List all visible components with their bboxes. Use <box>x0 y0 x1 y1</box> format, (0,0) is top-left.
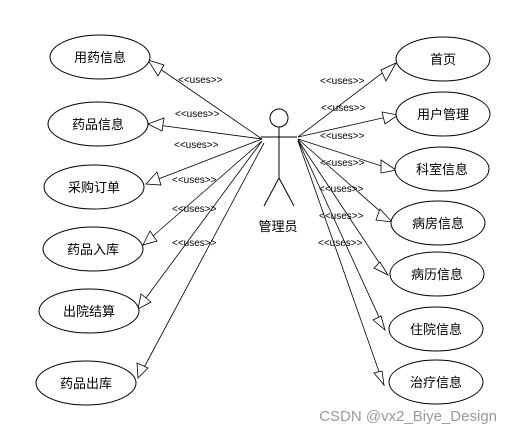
association-line <box>297 140 384 384</box>
use-case-ellipse <box>49 34 151 80</box>
arrowhead <box>136 362 149 379</box>
arrowhead <box>380 62 397 82</box>
actor-label: 管理员 <box>258 220 297 235</box>
actor-figure <box>261 108 297 207</box>
arrowhead <box>372 315 386 332</box>
uses-label: <<uses>> <box>178 75 223 86</box>
use-case-label: 用药信息 <box>74 50 126 66</box>
use-case-ellipse <box>388 306 484 352</box>
left-associations <box>139 61 265 376</box>
actor-right-leg <box>278 177 295 207</box>
use-case-label: 首页 <box>430 53 456 68</box>
association-line <box>297 63 395 138</box>
association-line <box>297 139 385 329</box>
use-case-label: 药品入库 <box>67 242 119 258</box>
arrowhead <box>373 370 385 387</box>
arrowhead <box>137 293 152 310</box>
uses-label: <<uses>> <box>174 140 219 151</box>
uses-label: <<uses>> <box>319 211 364 222</box>
use-case-ellipse <box>47 101 149 147</box>
right-arrowheads <box>372 62 400 387</box>
arrowhead <box>147 117 165 132</box>
use-case-label: 用户管理 <box>417 107 469 123</box>
arrowhead <box>147 59 165 77</box>
association-line <box>144 140 263 244</box>
use-case-ellipse <box>42 226 144 272</box>
use-case-label: 出院结算 <box>63 305 115 320</box>
association-line <box>297 139 387 274</box>
association-line <box>149 61 263 140</box>
use-case-label: 药品出库 <box>60 376 112 392</box>
association-line <box>297 114 397 138</box>
watermark: CSDN @vx2_Biye_Design <box>319 408 497 425</box>
use-case-label: 科室信息 <box>416 162 468 178</box>
association-line <box>139 140 263 307</box>
uses-label: <<uses>> <box>320 76 365 87</box>
uses-label: <<uses>> <box>321 103 366 114</box>
use-case-ellipse <box>389 251 485 297</box>
uses-label: <<uses>> <box>172 204 217 215</box>
use-case-ellipse <box>388 359 484 405</box>
uses-label: <<uses>> <box>318 238 363 249</box>
use-case-ellipse <box>390 200 486 246</box>
association-line <box>297 138 391 221</box>
uses-label: <<uses>> <box>175 109 220 120</box>
uses-label: <<uses>> <box>172 238 217 249</box>
uses-label: <<uses>> <box>172 175 217 186</box>
use-case-label: 住院信息 <box>410 322 462 338</box>
arrowhead <box>373 261 390 276</box>
use-case-label: 治疗信息 <box>410 375 462 391</box>
use-case-ellipse <box>395 36 491 82</box>
use-case-label: 病房信息 <box>412 216 464 232</box>
association-line <box>149 123 263 140</box>
right-associations <box>297 63 397 384</box>
use-case-label: 采购订单 <box>68 180 120 196</box>
association-line <box>147 138 263 184</box>
use-case-ellipse <box>395 91 491 137</box>
use-case-label: 病历信息 <box>411 267 463 283</box>
left-stereotype-labels: <<uses>> <<uses>> <<uses>> <<uses>> <<us… <box>172 75 223 249</box>
left-arrowheads <box>136 59 165 379</box>
use-case-ellipse <box>43 164 145 210</box>
arrowhead <box>381 111 400 125</box>
uses-label: <<uses>> <box>320 158 365 169</box>
use-case-label: 药品信息 <box>72 117 124 133</box>
arrowhead <box>145 171 162 186</box>
use-case-ellipse <box>38 288 140 334</box>
arrowhead <box>380 159 398 174</box>
actor-head <box>269 108 289 128</box>
association-line <box>297 138 395 171</box>
use-case-ellipse <box>35 360 137 406</box>
uses-label: <<uses>> <box>320 131 365 142</box>
arrowhead <box>375 208 394 223</box>
right-use-cases: 首页 用户管理 科室信息 病房信息 病历信息 住院信息 治疗信息 <box>388 36 491 405</box>
association-line <box>139 142 265 376</box>
use-case-ellipse <box>394 146 490 192</box>
left-use-cases: 用药信息 药品信息 采购订单 药品入库 出院结算 药品出库 <box>35 34 151 406</box>
actor-left-leg <box>263 177 280 207</box>
uses-label: <<uses>> <box>319 184 364 195</box>
right-stereotype-labels: <<uses>> <<uses>> <<uses>> <<uses>> <<us… <box>318 76 366 249</box>
arrowhead <box>142 230 158 246</box>
